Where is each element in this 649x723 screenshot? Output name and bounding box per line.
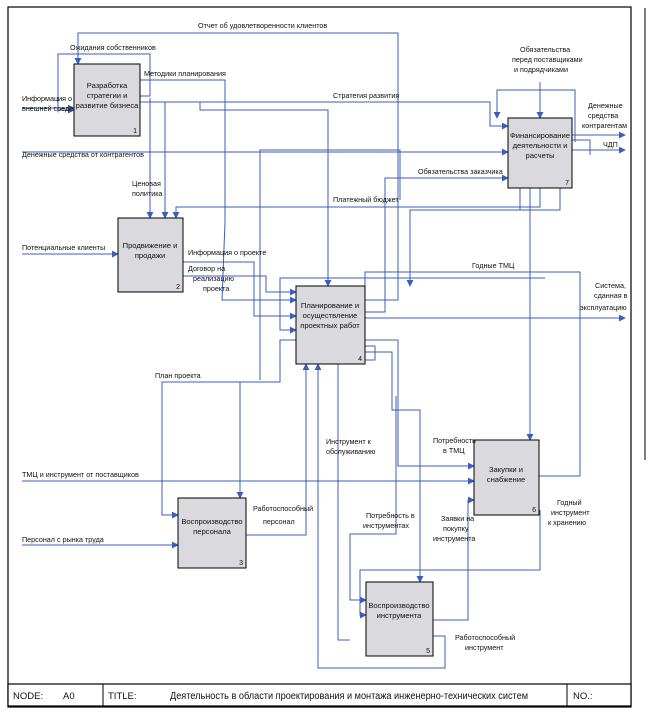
label-system-1: Система, [595, 281, 626, 290]
label-obligations-suppliers-2: перед поставщиками [512, 55, 583, 64]
arrow-labels: Отчет об удовлетворенности клиентов Ожид… [22, 21, 628, 652]
label-external-info-1: Информация о [22, 94, 72, 103]
box-6[interactable]: Закупки и снабжение 6 [473, 439, 540, 516]
label-money-out-1: Денежные [588, 101, 623, 110]
function-boxes: Разработка стратегии и развитие бизнеса … [73, 63, 573, 657]
box-7-line-1: Финансирование [510, 131, 570, 140]
footer-bar [7, 683, 632, 707]
label-tool-requests-2: покупку [443, 524, 469, 533]
label-project-info: Информация о проекте [188, 248, 266, 257]
label-usable-goods: Годные ТМЦ [472, 261, 515, 270]
footer: NODE: A0 TITLE: Деятельность в области п… [7, 683, 632, 707]
box-6-line-2: снабжение [487, 475, 525, 484]
box-7-line-3: расчеты [525, 151, 554, 160]
label-system-3: эксплуатацию [580, 303, 627, 312]
box-1[interactable]: Разработка стратегии и развитие бизнеса … [73, 63, 141, 137]
box-3-number: 3 [239, 560, 243, 567]
label-need-goods-1: Потребность [433, 436, 476, 445]
label-external-info-2: внешней среде [22, 104, 73, 113]
box-2-line-2: продажи [135, 251, 165, 260]
label-price-policy-2: политика [132, 189, 163, 198]
box-4-line-1: Планирование и [301, 301, 359, 310]
label-money-out-2: средства [588, 111, 618, 120]
box-4-line-2: осуществление [303, 311, 358, 320]
box-7-number: 7 [565, 180, 569, 187]
label-system-2: сданная в [594, 291, 628, 300]
footer-title-label: TITLE: [108, 691, 137, 702]
label-potential-clients: Потенциальные клиенты [22, 243, 105, 252]
label-need-goods-2: в ТМЦ [443, 446, 465, 455]
label-tool-requests-1: Заявки на [441, 514, 474, 523]
arrow-lines [22, 32, 626, 669]
box-5[interactable]: Воспроизводство инструмента 5 [365, 581, 434, 657]
label-customer-obligations: Обязательства заказчика [418, 167, 503, 176]
box-2[interactable]: Продвижение и продажи 2 [117, 217, 184, 293]
box-6-number: 6 [532, 507, 536, 514]
label-staff-from-market: Персонал с рынка труда [22, 535, 104, 544]
label-dev-strategy: Стратегия развития [333, 91, 399, 100]
label-tool-maintenance-2: обслуживанию [326, 447, 376, 456]
box-7-line-2: деятельности и [513, 141, 568, 150]
label-working-staff-1: Работоспособный [253, 504, 313, 513]
label-usable-tool-1: Годный [557, 498, 582, 507]
label-goods-from-suppliers: ТМЦ и инструмент от поставщиков [22, 470, 139, 479]
box-1-line-2: стратегии и [87, 91, 128, 100]
label-planning-methods: Методики планирования [144, 69, 226, 78]
label-owner-expectations: Ожидания собственников [70, 43, 156, 52]
box-1-line-3: развитие бизнеса [76, 101, 139, 110]
label-usable-tool-2: инструмент [551, 508, 590, 517]
box-5-line-2: инструмента [377, 611, 423, 620]
label-tool-requests-3: инструмента [433, 534, 475, 543]
box-5-number: 5 [426, 648, 430, 655]
diagram-frame [7, 6, 632, 708]
box-1-number: 1 [133, 128, 137, 135]
box-5-line-1: Воспроизводство [368, 601, 429, 610]
box-2-number: 2 [176, 284, 180, 291]
footer-no-label: NO.: [573, 691, 593, 702]
label-contract-2: реализацию [193, 274, 235, 283]
label-need-tools-1: Потребность в [366, 511, 415, 520]
label-contract-1: Договор на [188, 264, 225, 273]
footer-node-value: A0 [63, 691, 75, 702]
box-1-line-1: Разработка [87, 81, 128, 90]
box-3-line-1: Воспроизводство [181, 517, 242, 526]
label-payment-budget: Платежный бюджет [333, 195, 399, 204]
label-money-out-3: контрагентам [582, 121, 627, 130]
box-6-line-1: Закупки и [489, 465, 523, 474]
label-obligations-suppliers-3: и подрядчиками [514, 65, 568, 74]
label-obligations-suppliers-1: Обязательства [520, 45, 570, 54]
label-chp: ЧДП [603, 140, 618, 149]
box-3-line-2: персонала [193, 527, 232, 536]
box-4[interactable]: Планирование и осуществление проектных р… [295, 285, 366, 365]
label-working-staff-2: персонал [263, 517, 295, 526]
label-report-satisfaction: Отчет об удовлетворенности клиентов [198, 21, 327, 30]
label-need-tools-2: инструментах [363, 521, 409, 530]
footer-title-value: Деятельность в области проектирования и … [170, 690, 528, 702]
label-project-plan: План проекта [155, 371, 201, 380]
box-3[interactable]: Воспроизводство персонала 3 [177, 497, 247, 569]
label-tool-maintenance-1: Инструмент к [326, 437, 372, 446]
label-working-tool-1: Работоспособный [455, 633, 515, 642]
box-4-number: 4 [358, 356, 362, 363]
label-money-from-contractors: Денежные средства от контрагентов [22, 150, 144, 159]
footer-node-label: NODE: [13, 691, 43, 702]
label-price-policy-1: Ценовая [132, 179, 161, 188]
label-contract-3: проекта [203, 284, 229, 293]
box-7[interactable]: Финансирование деятельности и расчеты 7 [507, 117, 573, 189]
label-usable-tool-3: к хранению [548, 518, 587, 527]
label-working-tool-2: инструмент [465, 643, 504, 652]
box-2-line-1: Продвижение и [123, 241, 178, 250]
box-4-line-3: проектных работ [300, 321, 360, 330]
